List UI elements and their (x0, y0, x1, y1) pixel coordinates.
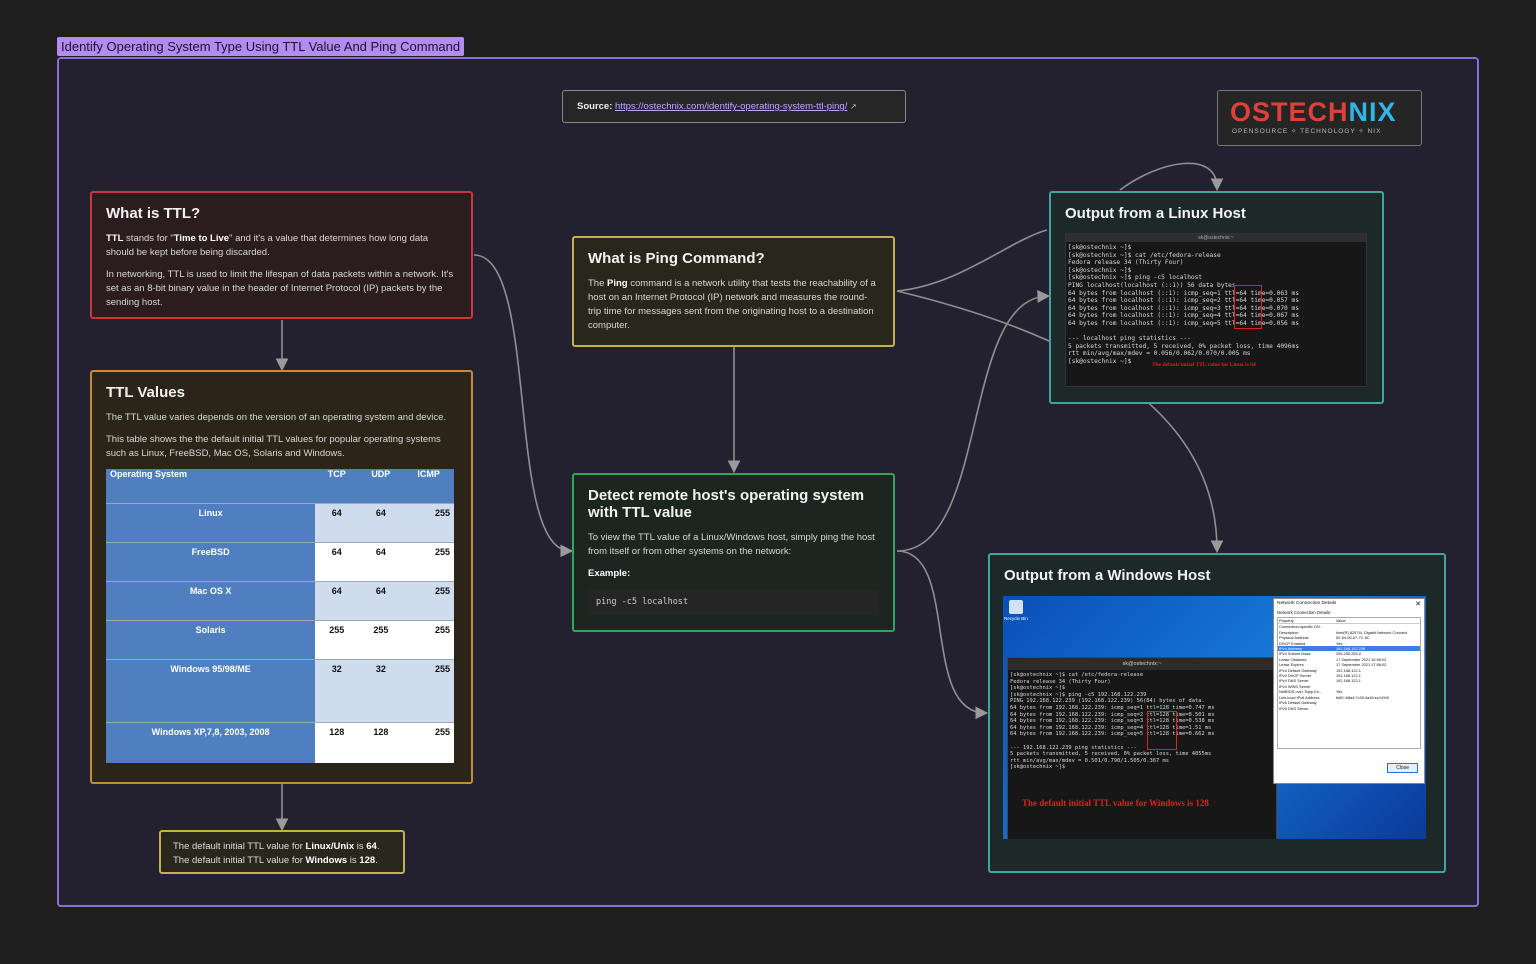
terminal-output: [sk@ostechnix ~]$ cat /etc/fedora-releas… (1010, 672, 1215, 771)
table-header: UDP (358, 469, 404, 504)
dialog-property-row[interactable]: IPv6 DNS Server (1279, 705, 1309, 711)
recycle-bin-icon (1009, 600, 1023, 614)
source-box: Source: https://ostechnix.com/identify-o… (562, 90, 906, 123)
linux-annotation: The default initial TTL value for Linux … (1152, 362, 1256, 368)
default-ttl-note[interactable]: The default initial TTL value for Linux/… (159, 830, 405, 874)
ttl-definition: TTL stands for "Time to Live" and it's a… (106, 233, 429, 258)
card-title: Output from a Windows Host (1004, 567, 1211, 584)
windows-desktop-screenshot: Recycle Bin sk@ostechnix:~ [sk@ostechnix… (1003, 596, 1426, 839)
what-is-ttl-card[interactable]: What is TTL? TTL stands for "Time to Liv… (90, 191, 473, 319)
dialog-subtitle: Network Connection Details: (1277, 610, 1332, 615)
external-link-icon: ↗ (849, 102, 857, 111)
ttl-highlight-box (1147, 711, 1177, 750)
ping-definition: The Ping command is a network utility th… (588, 278, 876, 331)
card-title: What is Ping Command? (588, 250, 765, 267)
example-code: ping -c5 localhost (588, 589, 879, 615)
windows-terminal-window: sk@ostechnix:~ [sk@ostechnix ~]$ cat /et… (1007, 657, 1277, 839)
terminal-titlebar: sk@ostechnix:~ (1066, 234, 1366, 242)
values-intro: The TTL value varies depends on the vers… (106, 412, 447, 423)
logo-text-primary: OSTECH (1230, 97, 1349, 127)
table-header: Operating System (106, 469, 316, 504)
dialog-property-row[interactable]: NetBIOS over Tcpip En...Yes (1279, 689, 1343, 695)
network-details-dialog: Network Connection Details ✕ Network Con… (1273, 598, 1425, 784)
dialog-close-button[interactable]: Close (1387, 763, 1418, 773)
terminal-titlebar: sk@ostechnix:~ (1008, 658, 1276, 670)
card-title: What is TTL? (106, 205, 201, 222)
card-title: TTL Values (106, 384, 185, 401)
dialog-property-row[interactable]: IPv6 Default Gateway (1279, 700, 1317, 706)
frame-title: Identify Operating System Type Using TTL… (57, 37, 465, 56)
ttl-networking: In networking, TTL is used to limit the … (106, 269, 454, 308)
what-is-ping-card[interactable]: What is Ping Command? The Ping command i… (572, 236, 895, 347)
terminal-output: [sk@ostechnix ~]$ [sk@ostechnix ~]$ cat … (1068, 244, 1299, 365)
detect-os-card[interactable]: Detect remote host's operating system wi… (572, 473, 895, 632)
linux-output-card[interactable]: Output from a Linux Host sk@ostechnix:~ … (1049, 191, 1384, 404)
ttl-highlight-box (1234, 285, 1262, 329)
table-header: ICMP (403, 469, 454, 504)
logo-tagline: OPENSOURCE ✧ TECHNOLOGY ✧ NIX (1232, 128, 1382, 135)
detect-description: To view the TTL value of a Linux/Windows… (588, 532, 875, 557)
ttl-values-card[interactable]: TTL Values The TTL value varies depends … (90, 370, 473, 784)
ostechnix-logo: OSTECHNIX OPENSOURCE ✧ TECHNOLOGY ✧ NIX (1217, 90, 1422, 146)
example-label: Example: (588, 568, 631, 579)
dialog-property-row[interactable]: IPv4 WINS Server (1279, 683, 1311, 689)
values-table-intro: This table shows the the default initial… (106, 434, 441, 459)
linux-terminal-screenshot: sk@ostechnix:~ [sk@ostechnix ~]$ [sk@ost… (1065, 233, 1367, 387)
source-label: Source: (577, 101, 613, 112)
table-header: TCP (315, 469, 359, 504)
dialog-property-row[interactable]: Connection-specific DN... (1279, 624, 1323, 630)
note-windows: The default initial TTL value for Window… (173, 855, 378, 866)
recycle-bin-label: Recycle Bin (1004, 616, 1028, 621)
card-title: Output from a Linux Host (1065, 205, 1246, 222)
windows-output-card[interactable]: Output from a Windows Host Recycle Bin s… (988, 553, 1446, 873)
windows-annotation: The default initial TTL value for Window… (1022, 798, 1209, 808)
card-title: Detect remote host's operating system wi… (588, 487, 865, 521)
dialog-title: Network Connection Details (1277, 601, 1337, 606)
close-icon[interactable]: ✕ (1415, 601, 1421, 608)
note-linux: The default initial TTL value for Linux/… (173, 841, 380, 852)
source-link[interactable]: https://ostechnix.com/identify-operating… (615, 101, 848, 112)
logo-text-accent: NIX (1348, 97, 1397, 127)
